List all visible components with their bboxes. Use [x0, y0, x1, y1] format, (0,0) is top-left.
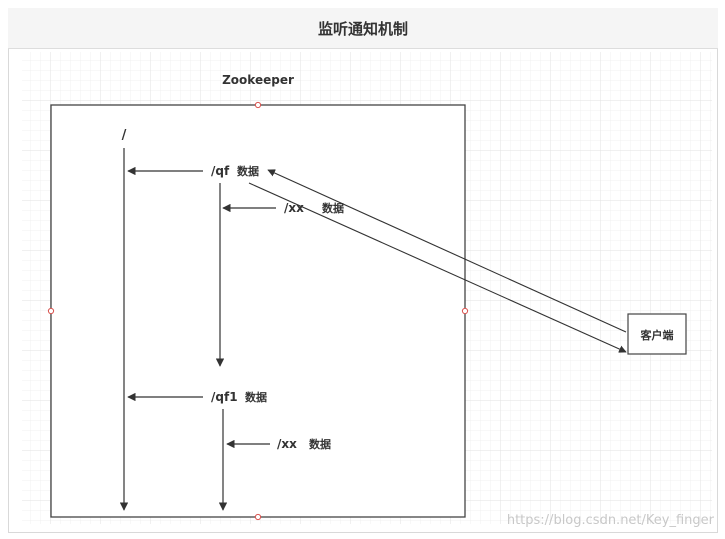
handle-bottom[interactable]	[254, 513, 262, 521]
handle-right[interactable]	[461, 307, 469, 315]
qf1-node-label: /qf1	[211, 390, 238, 404]
root-node-label: /	[122, 128, 127, 143]
watermark: https://blog.csdn.net/Key_finger	[507, 513, 715, 528]
page-title: 监听通知机制	[8, 8, 718, 49]
qf-node-label: /qf	[211, 164, 230, 178]
client-label: 客户端	[640, 328, 674, 342]
qf-to-client-arrow	[248, 182, 627, 353]
qf-data-label: 数据	[237, 164, 259, 178]
zookeeper-box[interactable]	[50, 104, 466, 518]
qf1-data-label: 数据	[245, 390, 267, 404]
handle-left[interactable]	[47, 307, 55, 315]
qf1-child-label: /xx	[277, 437, 297, 451]
qf-child-data-label: 数据	[322, 201, 344, 215]
handle-top[interactable]	[254, 101, 262, 109]
qf-child-label: /xx	[284, 201, 304, 215]
zookeeper-label: Zookeeper	[222, 73, 294, 87]
qf1-child-data-label: 数据	[309, 437, 331, 451]
client-box[interactable]	[627, 313, 687, 355]
client-to-qf-arrow	[267, 169, 627, 333]
